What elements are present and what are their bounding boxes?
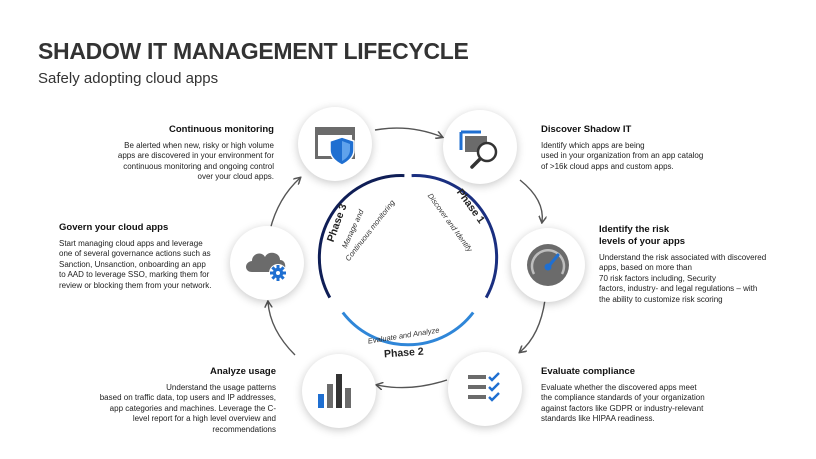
step-identify-risk: Identify the risk levels of your apps Un… — [599, 224, 799, 305]
page-subtitle: Safely adopting cloud apps — [38, 70, 219, 87]
step-identify-risk-icon-circle — [511, 228, 585, 302]
step-discover: Discover Shadow IT Identify which apps a… — [541, 124, 781, 172]
step-evaluate-compliance: Evaluate compliance Evaluate whether the… — [541, 366, 741, 425]
step-heading: Govern your cloud apps — [59, 222, 169, 233]
step-heading: Identify the risk levels of your apps — [599, 224, 686, 247]
phase-2-label: Phase 2 — [384, 346, 425, 361]
arrow-govern-to-monitor — [269, 178, 300, 231]
step-description: Evaluate whether the discovered apps mee… — [541, 383, 705, 424]
step-heading: Analyze usage — [210, 366, 276, 377]
arrow-compliance-to-analyze — [377, 379, 448, 388]
cloud-gear-icon — [246, 252, 287, 282]
step-description: Identify which apps are being used in yo… — [541, 141, 704, 171]
step-heading: Discover Shadow IT — [541, 124, 632, 135]
step-description: Understand the risk associated with disc… — [599, 253, 767, 304]
step-description: Be alerted when new, risky or high volum… — [117, 141, 274, 182]
step-continuous-monitoring-icon-circle — [298, 107, 372, 181]
gauge-icon — [527, 244, 569, 286]
step-analyze-usage: Analyze usage Understand the usage patte… — [68, 366, 276, 435]
phase-2-arc — [341, 311, 475, 347]
step-continuous-monitoring: Continuous monitoring Be alerted when ne… — [72, 124, 274, 183]
magnifier-icon — [459, 130, 498, 169]
step-analyze-usage-icon-circle — [302, 354, 376, 428]
step-govern-icon-circle — [230, 226, 304, 300]
step-description: Start managing cloud apps and leverage o… — [59, 239, 212, 290]
step-govern: Govern your cloud apps Start managing cl… — [59, 222, 279, 291]
arrow-analyze-to-govern — [268, 302, 296, 356]
step-description: Understand the usage patterns based on t… — [99, 383, 276, 434]
phase-3-arc — [317, 174, 405, 299]
step-heading: Evaluate compliance — [541, 366, 635, 377]
arrow-discover-to-identify — [519, 179, 542, 222]
arrow-monitor-to-discover — [374, 127, 442, 137]
page-title: SHADOW IT MANAGEMENT LIFECYCLE — [38, 38, 469, 64]
step-compliance-icon-circle — [448, 352, 522, 426]
phase-1-label: Phase 1 — [454, 187, 487, 226]
phase-1-arc — [411, 174, 499, 299]
step-heading: Continuous monitoring — [168, 124, 274, 135]
shield-window-icon — [315, 127, 355, 166]
bar-chart-icon — [318, 374, 351, 408]
arrow-identify-to-compliance — [520, 299, 546, 352]
checklist-icon — [468, 372, 500, 402]
step-discover-icon-circle — [443, 110, 517, 184]
